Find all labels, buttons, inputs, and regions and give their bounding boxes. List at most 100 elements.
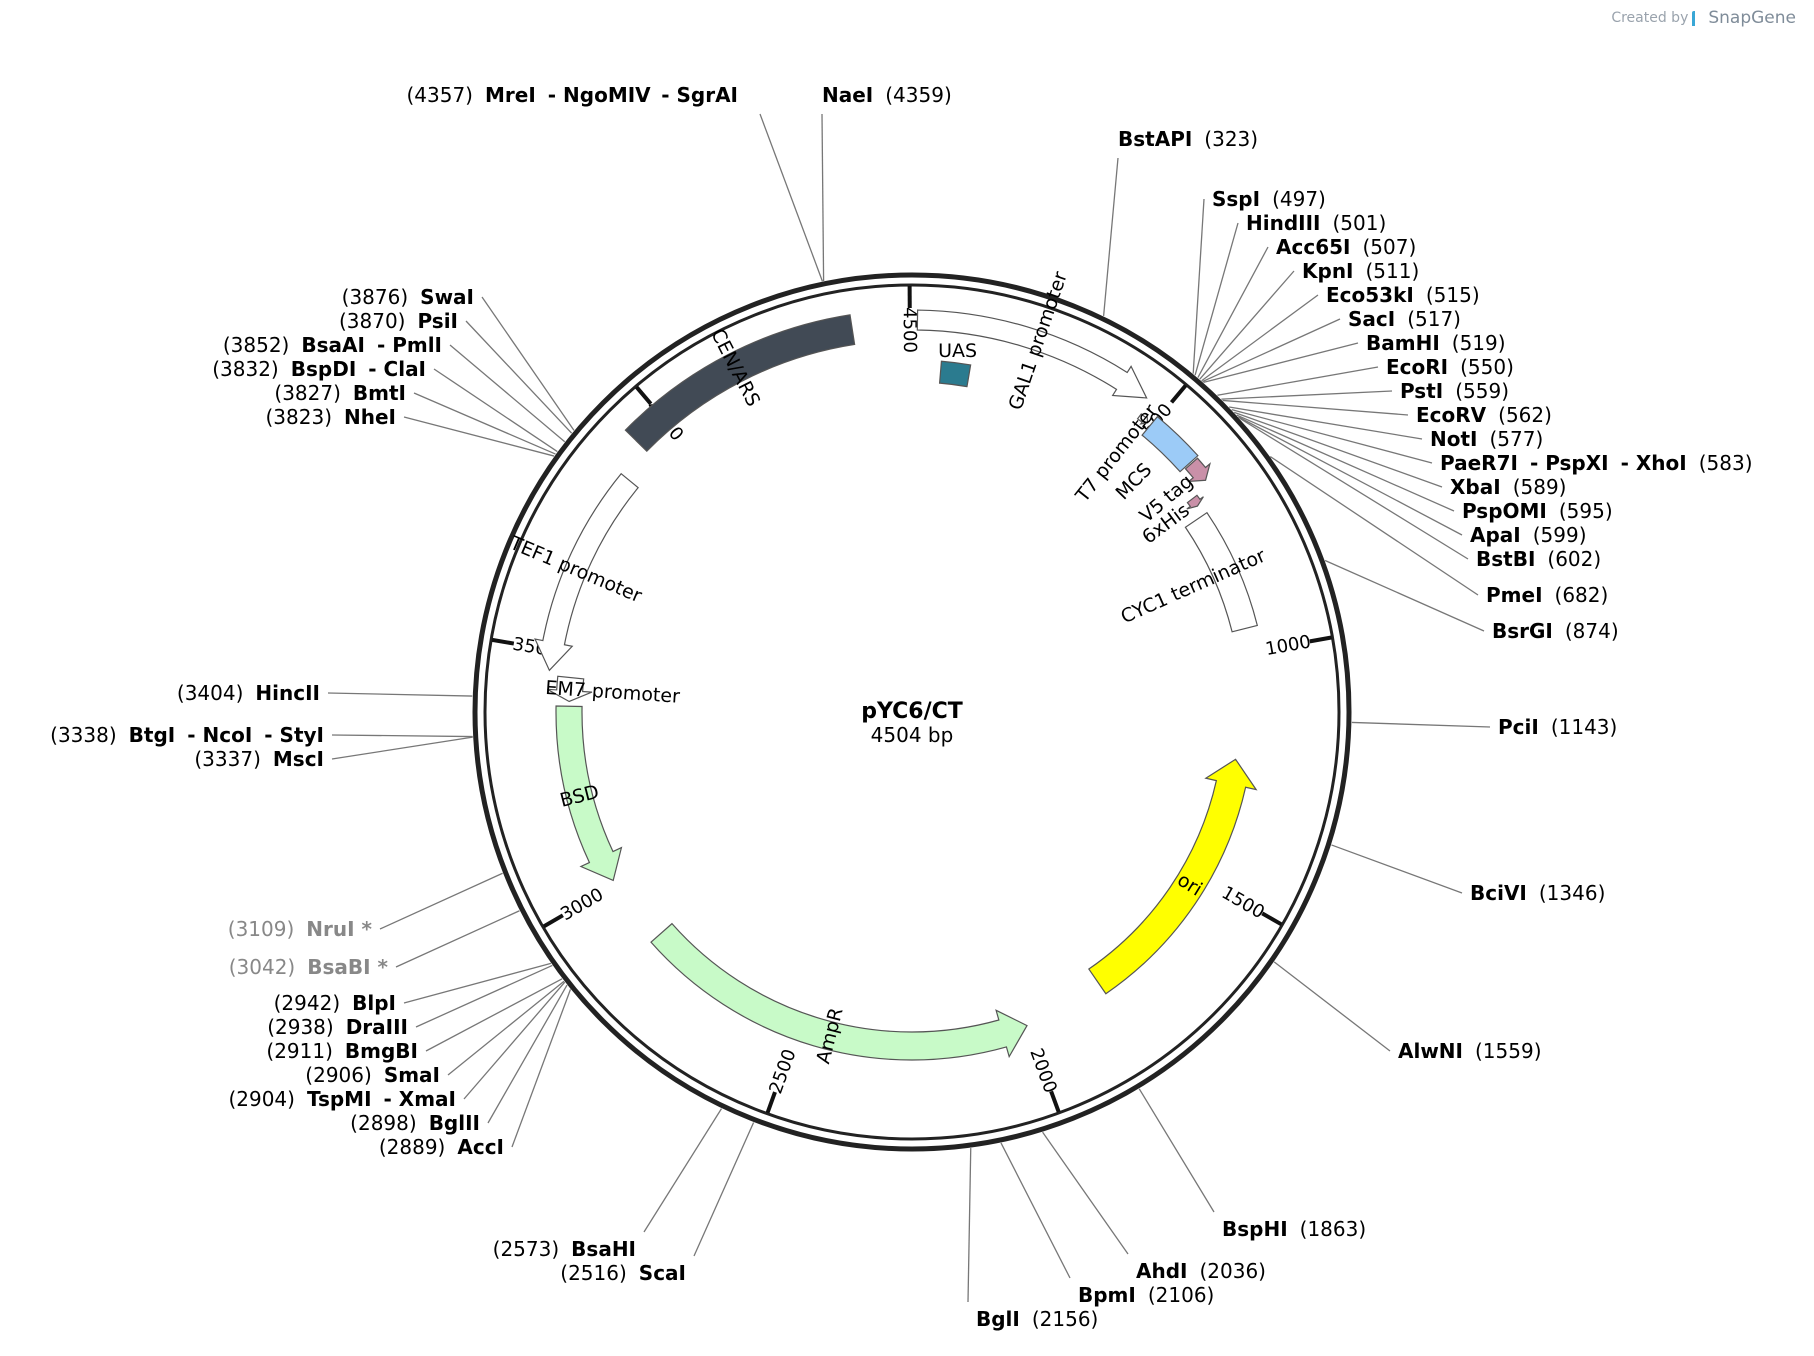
feature-6xhis xyxy=(1186,494,1204,510)
site-label-part: NheI xyxy=(344,405,396,429)
leader-line xyxy=(1331,844,1463,894)
site-label-part: SwaI xyxy=(420,285,474,309)
leader-line xyxy=(1269,456,1479,596)
site-label-part: (2904) xyxy=(228,1087,295,1111)
site-label-part: (583) xyxy=(1699,451,1753,475)
leader-line xyxy=(759,113,824,282)
site-label-part: (507) xyxy=(1362,235,1416,259)
tick-label: 1500 xyxy=(1218,882,1268,923)
site-label: BspHI(1863) xyxy=(1222,1217,1366,1241)
leader-line xyxy=(327,692,473,697)
leader-line xyxy=(643,1108,723,1233)
site-label: (3338)BtgI- NcoI- StyI xyxy=(50,723,324,747)
site-label-part: BglI xyxy=(976,1307,1020,1331)
site-label: (2516)ScaI xyxy=(560,1261,686,1285)
site-label: (3832)BspDI- ClaI xyxy=(212,357,426,381)
site-label-part: (519) xyxy=(1452,331,1506,355)
tick-label: 3000 xyxy=(557,884,607,925)
site-label-part: (595) xyxy=(1559,499,1613,523)
site-label: PmeI(682) xyxy=(1486,583,1608,607)
feature-v5-tag xyxy=(1184,457,1211,483)
site-label-part: AlwNI xyxy=(1398,1039,1463,1063)
leader-line xyxy=(1221,390,1393,400)
site-label-part: SacI xyxy=(1348,307,1395,331)
leader-line xyxy=(331,736,473,760)
site-label-part: (323) xyxy=(1204,127,1258,151)
site-label: BstAPI(323) xyxy=(1118,127,1258,151)
tick-label: 1000 xyxy=(1264,631,1313,660)
site-label: BglI(2156) xyxy=(976,1307,1098,1331)
leader-line xyxy=(395,910,520,968)
site-label-part: PciI xyxy=(1498,715,1539,739)
site-label: (2898) BglII xyxy=(350,1111,480,1135)
site-label: Eco53kI(515) xyxy=(1326,283,1480,307)
leader-line xyxy=(465,320,573,434)
site-label-part: BsrGI xyxy=(1492,619,1553,643)
site-label-part: (3870) xyxy=(339,309,406,333)
leader-line xyxy=(511,989,572,1148)
site-label: BsrGI(874) xyxy=(1492,619,1619,643)
site-label-part: SspI xyxy=(1212,187,1260,211)
site-label-part: PmeI xyxy=(1486,583,1543,607)
site-label-part: (577) xyxy=(1489,427,1543,451)
leader-line xyxy=(379,872,503,930)
site-label: SacI(517) xyxy=(1348,307,1461,331)
site-label-part: (1143) xyxy=(1551,715,1618,739)
backbone-outer xyxy=(472,272,1352,1152)
site-label-part: - XmaI xyxy=(384,1087,456,1111)
site-label: (2573)BsaHI xyxy=(493,1237,636,1261)
leader-line xyxy=(1102,157,1119,316)
site-label-part: (2911) xyxy=(266,1039,333,1063)
site-label-part: (2516) xyxy=(560,1261,627,1285)
site-label-part: BmgBI xyxy=(345,1039,418,1063)
site-label: SspI(497) xyxy=(1212,187,1326,211)
site-label-part: (2938) xyxy=(267,1015,334,1039)
site-label-part: (3042) xyxy=(229,955,296,979)
site-label-part: (562) xyxy=(1498,403,1552,427)
site-label-part: BglII xyxy=(429,1111,480,1135)
site-label-part: BsaHI xyxy=(571,1237,636,1261)
site-label-part: (3827) xyxy=(274,381,341,405)
leader-line xyxy=(1222,399,1409,416)
leader-line xyxy=(1231,409,1433,464)
plasmid-length: 4504 bp xyxy=(871,723,954,747)
site-label-part: AhdI xyxy=(1136,1259,1187,1283)
site-label-part: BspDI xyxy=(291,357,357,381)
site-label-part: BmtI xyxy=(353,381,406,405)
leader-line xyxy=(1199,270,1295,380)
leader-line xyxy=(1042,1131,1129,1255)
site-label: PaeR7I- PspXI- XhoI(583) xyxy=(1440,451,1753,475)
site-label: (3852)BsaAI- PmlI xyxy=(223,333,442,357)
site-label-part: MscI xyxy=(273,747,324,771)
site-label: AhdI(2036) xyxy=(1136,1259,1266,1283)
site-label: XbaI(589) xyxy=(1450,475,1566,499)
site-label-part: ApaI xyxy=(1470,523,1521,547)
site-label-part: NaeI xyxy=(822,83,873,107)
site-label-part: (2106) xyxy=(1148,1283,1215,1307)
site-label: (2942)BlpI xyxy=(274,991,396,1015)
site-label: BpmI (2106) xyxy=(1078,1283,1214,1307)
site-label-part: BlpI xyxy=(352,991,396,1015)
site-label: HindIII(501) xyxy=(1246,211,1386,235)
site-label: (2906)SmaI xyxy=(305,1063,440,1087)
site-label: (2889)AccI xyxy=(379,1135,504,1159)
feature-gal1-promoter xyxy=(916,309,1148,399)
site-label-part: EcoRI xyxy=(1386,355,1448,379)
site-label: BamHI(519) xyxy=(1366,331,1506,355)
site-label: BstBI(602) xyxy=(1476,547,1601,571)
leader-line xyxy=(1201,294,1319,382)
site-label: KpnI(511) xyxy=(1302,259,1419,283)
leader-line xyxy=(693,1122,755,1257)
site-label-part: (599) xyxy=(1533,523,1587,547)
leader-line xyxy=(331,734,473,738)
site-label: (2938)DraIII xyxy=(267,1015,408,1039)
leader-line xyxy=(415,964,553,1028)
site-label-part: HindIII xyxy=(1246,211,1320,235)
site-label-part: BpmI xyxy=(1078,1283,1136,1307)
feature-label-uas: UAS xyxy=(938,340,977,362)
site-label-part: - SgrAI xyxy=(661,83,738,107)
site-label-part: SmaI xyxy=(384,1063,440,1087)
site-label-part: (2898) xyxy=(350,1111,417,1135)
site-label-part: BtgI xyxy=(129,723,176,747)
